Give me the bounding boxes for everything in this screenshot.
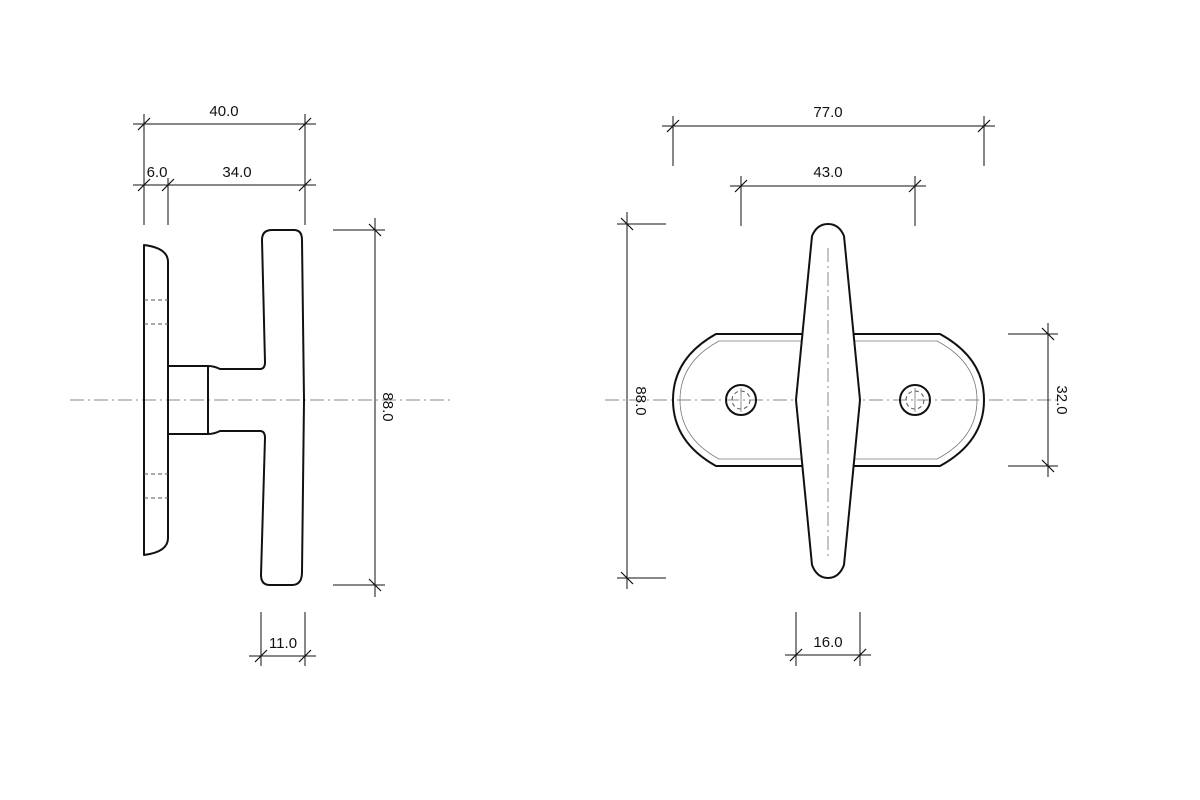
dim-front-height: 88.0 bbox=[632, 386, 649, 415]
dim-tick bbox=[298, 117, 312, 131]
dim-tick bbox=[368, 223, 382, 237]
dim-tick bbox=[977, 119, 991, 133]
dim-tick bbox=[368, 578, 382, 592]
side-view bbox=[70, 229, 450, 586]
dim-tick bbox=[137, 178, 151, 192]
dim-tick bbox=[161, 178, 175, 192]
dim-side-height: 88.0 bbox=[379, 392, 396, 421]
front-view bbox=[605, 223, 1060, 579]
dim-tick bbox=[1041, 327, 1055, 341]
dim-tick bbox=[853, 648, 867, 662]
right-screw-hole bbox=[899, 384, 931, 416]
dim-tick bbox=[734, 179, 748, 193]
dim-front-plate-width: 77.0 bbox=[813, 104, 842, 121]
dim-side-body: 34.0 bbox=[222, 164, 251, 181]
front-rosette-inner-edge bbox=[679, 340, 978, 460]
dim-tick bbox=[620, 217, 634, 231]
dim-tick bbox=[298, 178, 312, 192]
dim-tick bbox=[908, 179, 922, 193]
side-dimensions: 40.0 6.0 34.0 88.0 11.0 bbox=[133, 103, 396, 666]
dim-tick bbox=[666, 119, 680, 133]
dim-side-flange: 6.0 bbox=[147, 164, 168, 181]
front-dimensions: 77.0 43.0 88.0 32.0 16.0 bbox=[617, 104, 1070, 666]
dim-front-hole-spacing: 43.0 bbox=[813, 164, 842, 181]
dim-tick bbox=[298, 649, 312, 663]
left-screw-hole bbox=[725, 384, 757, 416]
front-rosette-plate bbox=[672, 333, 985, 467]
dim-tick bbox=[1041, 459, 1055, 473]
dim-tick bbox=[620, 571, 634, 585]
side-handle bbox=[207, 229, 305, 586]
dim-front-plate-height: 32.0 bbox=[1053, 385, 1070, 414]
dim-front-grip: 16.0 bbox=[813, 634, 842, 651]
dim-tick bbox=[789, 648, 803, 662]
dim-side-grip: 11.0 bbox=[269, 635, 297, 652]
dim-side-width-total: 40.0 bbox=[209, 103, 238, 120]
side-rosette bbox=[143, 244, 169, 556]
dim-tick bbox=[254, 649, 268, 663]
dim-tick bbox=[137, 117, 151, 131]
